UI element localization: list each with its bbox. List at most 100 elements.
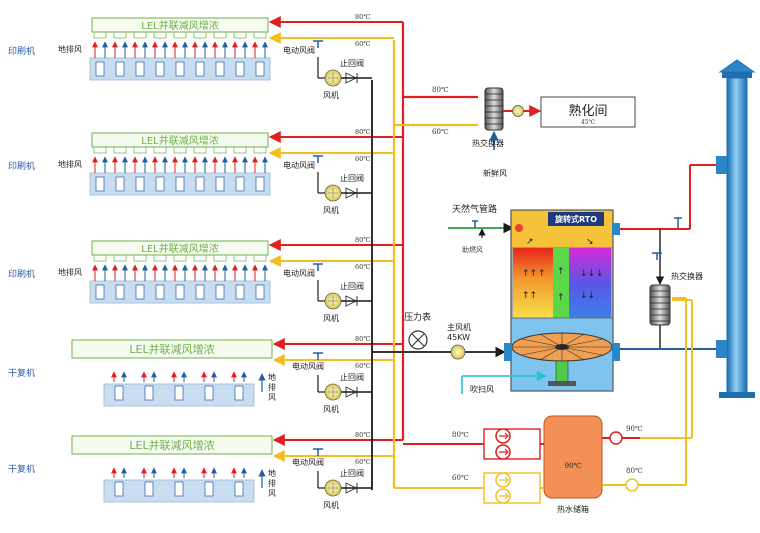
- curing-room-temp: 45℃: [581, 119, 596, 126]
- machine-cell: [115, 176, 125, 192]
- combustion-air-label: 助燃风: [462, 245, 483, 254]
- curing-warm-temp: 60℃: [432, 128, 449, 136]
- check-valve-label: 止回阀: [340, 372, 364, 382]
- svg-text:↓↓: ↓↓: [580, 291, 595, 301]
- motor-valve-label: 电动风阀: [292, 457, 324, 467]
- machine-cell: [135, 284, 145, 300]
- motor-valve-label: 电动风阀: [292, 361, 324, 371]
- curing-fan-icon: [512, 105, 524, 117]
- machine-cell: [115, 284, 125, 300]
- machine-cell: [115, 61, 125, 77]
- machine-cell: [215, 176, 225, 192]
- motor-valve-label: 电动风阀: [283, 160, 315, 170]
- warm-pumps: [483, 472, 541, 504]
- machine-cell: [195, 284, 205, 300]
- warm-temp-label: 60℃: [355, 362, 371, 370]
- main-fan-label: 主风机: [447, 322, 471, 332]
- motor-valve-icon: [313, 40, 323, 48]
- svg-text:↓: ↓: [596, 269, 604, 279]
- curing-room-label: 熟化间: [568, 103, 607, 119]
- machine-label: 印刷机: [8, 160, 35, 172]
- warm-temp-label: 60℃: [355, 263, 371, 271]
- lel-box-label: LEL并联减风增浓: [129, 342, 214, 356]
- gas-valve-icon: [472, 220, 478, 228]
- warm-temp-label: 60℃: [355, 155, 371, 163]
- motor-valve-label: 电动风阀: [283, 45, 315, 55]
- pump-temp-top-left: 80℃: [452, 431, 469, 439]
- machine-cell: [114, 385, 124, 401]
- machine-cell: [155, 61, 165, 77]
- hot-temp-label: 80℃: [355, 128, 371, 136]
- svg-text:↑: ↑: [538, 269, 546, 279]
- lel-box: [71, 435, 273, 455]
- main-fan-power: 45KW: [447, 333, 470, 342]
- side-exhaust-label: 地排风: [58, 44, 82, 54]
- motor-valve-label: 电动风阀: [283, 268, 315, 278]
- machine-cell: [155, 176, 165, 192]
- rto-burner-icon: [515, 224, 523, 232]
- machine-cell: [235, 284, 245, 300]
- main-fan-icon: [450, 344, 466, 360]
- water-tank-temp: 90℃: [565, 462, 582, 470]
- warm-return-pump-icon: [625, 478, 639, 492]
- side-exhaust-label: 地排风: [268, 468, 276, 498]
- top-exchanger-label: 热交换器: [472, 138, 504, 148]
- machine-cell: [155, 284, 165, 300]
- machine-cell: [114, 481, 124, 497]
- gas-pipe-label: 天然气管路: [452, 203, 497, 215]
- machine-cell: [95, 284, 105, 300]
- hot-temp-label: 80℃: [355, 13, 371, 21]
- machine-cell: [175, 61, 185, 77]
- svg-text:↑↑: ↑↑: [522, 291, 537, 301]
- machine-label: 干复机: [8, 367, 35, 379]
- machine-group: 印刷机LEL并联减风增浓地排风80℃60℃电动风阀止回阀风机印刷机LEL并联减风…: [8, 13, 403, 510]
- svg-text:↓↓: ↓↓: [580, 269, 595, 279]
- machine-cell: [235, 176, 245, 192]
- curing-hot-temp: 80℃: [432, 86, 449, 94]
- svg-text:↘: ↘: [586, 237, 594, 247]
- pump-temp-top-right: 90℃: [626, 425, 643, 433]
- machine-cell: [204, 385, 214, 401]
- machine-cell: [255, 176, 265, 192]
- check-valve-label: 止回阀: [340, 173, 364, 183]
- fan-label: 风机: [323, 404, 339, 414]
- lel-box-label: LEL并联减风增浓: [141, 134, 218, 147]
- check-valve-label: 止回阀: [340, 468, 364, 478]
- machine-cell: [135, 176, 145, 192]
- lel-box-label: LEL并联减风增浓: [141, 19, 218, 32]
- side-exhaust-label: 地排风: [58, 159, 82, 169]
- svg-text:↑: ↑: [557, 293, 565, 303]
- motor-valve-icon: [313, 263, 323, 271]
- motor-valve-icon: [313, 448, 323, 456]
- check-valve-label: 止回阀: [340, 281, 364, 291]
- svg-text:↑↑: ↑↑: [522, 269, 537, 279]
- machine-cell: [135, 61, 145, 77]
- lel-box-label: LEL并联减风增浓: [129, 438, 214, 452]
- machine-cell: [95, 176, 105, 192]
- motor-valve-icon: [313, 352, 323, 360]
- svg-text:↗: ↗: [526, 237, 534, 247]
- rto-unit: 旋转式RTO ↑↑↑↑↑ ↓↓↓↓↓ ↑↑ ↗↘: [504, 209, 620, 392]
- hot-temp-label: 80℃: [355, 335, 371, 343]
- side-exhaust-label: 地排风: [58, 267, 82, 277]
- fan-label: 风机: [323, 313, 339, 323]
- lel-box: [71, 339, 273, 359]
- warm-temp-label: 60℃: [355, 458, 371, 466]
- motor-valve-icon: [313, 155, 323, 163]
- fan-label: 风机: [323, 90, 339, 100]
- machine-cell: [195, 176, 205, 192]
- machine-cell: [255, 284, 265, 300]
- hot-temp-label: 80℃: [355, 236, 371, 244]
- machine-cell: [204, 481, 214, 497]
- water-tank-label: 热水储箱: [557, 504, 589, 514]
- machine-cell: [255, 61, 265, 77]
- check-valve-label: 止回阀: [340, 58, 364, 68]
- machine-cell: [175, 176, 185, 192]
- pressure-gauge-label: 压力表: [404, 311, 431, 323]
- top-heat-exchanger: [484, 87, 542, 150]
